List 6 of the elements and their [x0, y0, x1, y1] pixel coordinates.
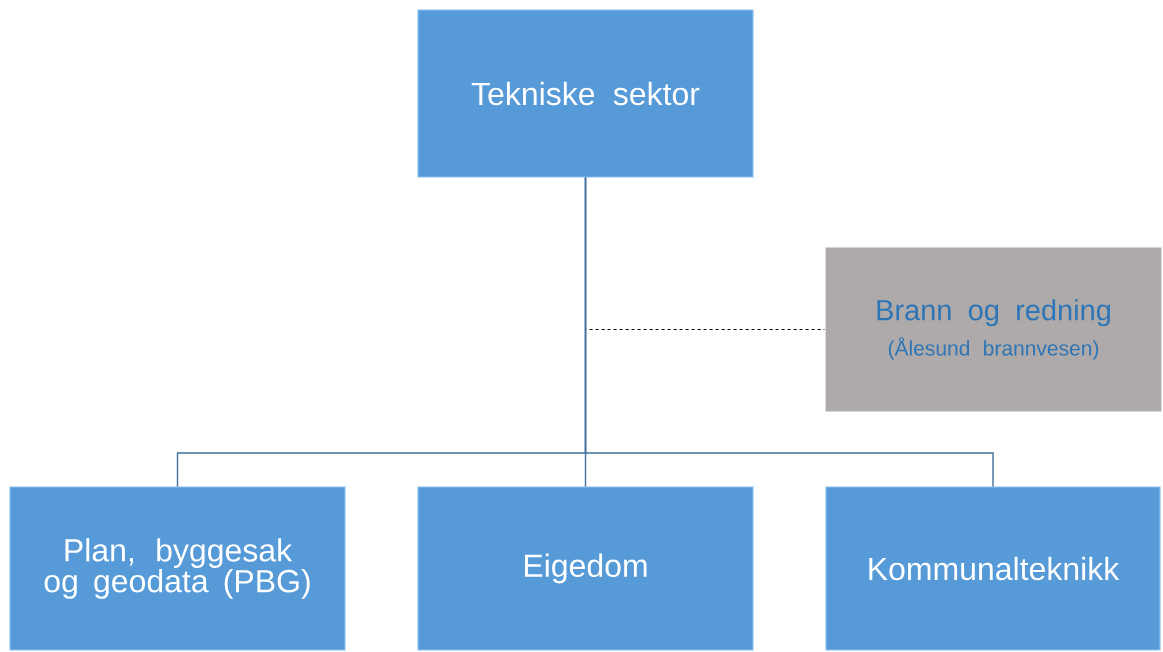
- unit-box: Kommunalteknikk: [825, 486, 1161, 651]
- connector-line: [584, 176, 994, 488]
- unit-box: Brann og redning (Ålesund brannvesen): [824, 246, 1163, 413]
- unit-box: Tekniske sektor: [417, 9, 754, 178]
- unit-box: Eigedom: [417, 486, 754, 651]
- unit-box: Plan, byggesak og geodata (PBG): [9, 486, 346, 651]
